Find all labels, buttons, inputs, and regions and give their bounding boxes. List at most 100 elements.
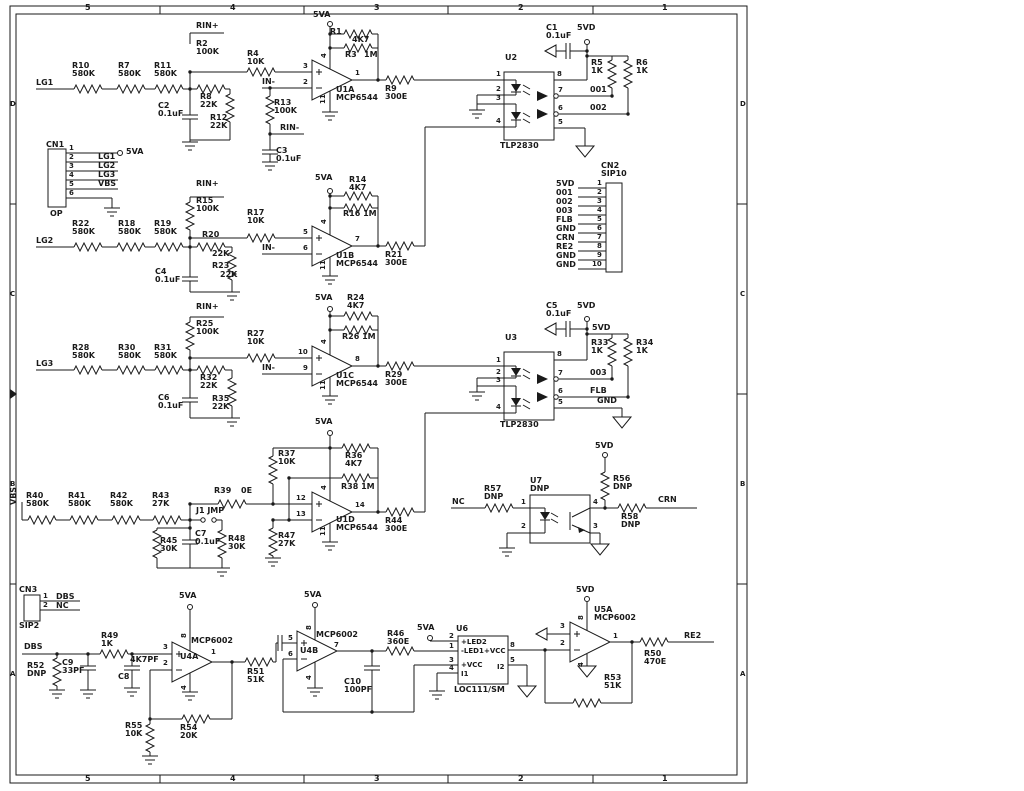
net-lg1: LG1 [36, 78, 54, 87]
pwr-5va-4: 5VA [315, 417, 333, 426]
cn3-net-nc: NC [56, 601, 69, 610]
pwr-5va-u4b: 5VA [304, 590, 322, 599]
u2-pin8: 8 [557, 70, 562, 78]
r35: R35 22K [212, 394, 230, 411]
u5a: U5A MCP6002 [594, 605, 636, 622]
r12: R12 22K [210, 113, 228, 130]
r21: R21 300E [385, 250, 408, 267]
sheet-border [9, 5, 748, 784]
r3-val: 1M [364, 50, 378, 59]
pwr-5vd-4: 5VD [595, 441, 614, 450]
u2-pin4: 4 [496, 117, 501, 125]
zone-top-5: 5 [85, 3, 91, 12]
r58: R58 DNP [621, 512, 641, 529]
zone-bottom-1: 1 [662, 774, 668, 783]
u1b-pin7: 7 [355, 235, 360, 243]
u1a-pin4: 4 [320, 53, 328, 58]
r23-val: 22K [220, 270, 238, 279]
u4b-pin6: 6 [288, 650, 293, 658]
cn1-op: OP [50, 209, 63, 218]
net-001: 001 [590, 85, 607, 94]
c7: C7 0.1uF [195, 529, 221, 546]
pwr-5va-u4a: 5VA [179, 591, 197, 600]
zone-right-d: D [740, 100, 746, 108]
zone-top-1: 1 [662, 3, 668, 12]
u1d-pin14: 14 [355, 501, 365, 509]
zone-right-c: C [740, 290, 746, 298]
u1b-pin4: 4 [320, 219, 328, 224]
u7-pin1: 1 [521, 498, 526, 506]
u6-lbl-vcc-l: +VCC [461, 661, 483, 669]
c6: C6 0.1uF [158, 393, 184, 410]
u1d-pin12: 12 [296, 494, 306, 502]
r23: R23 [212, 261, 230, 270]
u4b-part: MCP6002 [316, 630, 358, 639]
u6-pin8: 8 [510, 641, 515, 649]
u6-pin5: 5 [510, 656, 515, 664]
zone-top-2: 2 [518, 3, 524, 12]
zone-right-b: B [740, 480, 746, 488]
cn2-net-8: RE2 [556, 242, 574, 251]
u4a-pin3: 3 [163, 643, 168, 651]
cn2-net-2: 001 [556, 188, 573, 197]
cn2-pin-8: 8 [597, 242, 602, 250]
cn1-pin-1: 1 [69, 144, 74, 152]
r54: R54 20K [180, 723, 198, 740]
optocoupler-u7 [451, 452, 697, 557]
r46: R46 360E [387, 629, 410, 646]
u1d-pin11: 11 [319, 526, 327, 536]
cn1-pin-3: 3 [69, 162, 74, 170]
cn1-net-lg2: LG2 [98, 161, 116, 170]
u1a-pin2: 2 [303, 78, 308, 86]
cn1-pin-2: 2 [69, 153, 74, 161]
u1a-pin1: 1 [355, 69, 360, 77]
cn3: CN3 [19, 585, 38, 594]
cn1-pin-4: 4 [69, 171, 74, 179]
u6-lbl-i1: I1 [461, 670, 469, 678]
net-rin-plus-2: RIN+ [196, 179, 219, 188]
zone-top-4: 4 [230, 3, 236, 12]
r56: R56 DNP [613, 474, 633, 491]
u2-pin2: 2 [496, 85, 501, 93]
zone-bottom-2: 2 [518, 774, 524, 783]
u4b-pin7: 7 [334, 641, 339, 649]
r32: R32 22K [200, 373, 218, 390]
net-nc: NC [452, 497, 465, 506]
c3: C3 0.1uF [276, 146, 302, 163]
u6-lbl-led1: -LED1 [461, 647, 484, 655]
r8: R8 22K [200, 92, 218, 109]
u6-pin4: 4 [449, 664, 454, 672]
r38: R38 1M [341, 482, 375, 491]
u6-part: LOC111/SM [454, 685, 505, 694]
stage2-wires [36, 188, 415, 301]
r10: R10 580K [72, 61, 95, 78]
r18: R18 580K [118, 219, 141, 236]
u5a-pin2: 2 [560, 639, 565, 647]
r31: R31 580K [154, 343, 177, 360]
cn2-net-6: GND [556, 224, 576, 233]
r26: R26 1M [342, 332, 376, 341]
u1c-pin8: 8 [355, 355, 360, 363]
net-lg2: LG2 [36, 236, 54, 245]
r19: R19 580K [154, 219, 177, 236]
net-5vd-3: 5VD [592, 323, 611, 332]
zone-bottom-4: 4 [230, 774, 236, 783]
u1c-pin9: 9 [303, 364, 308, 372]
cn1-net-lg3: LG3 [98, 170, 116, 179]
r20: R20 [202, 230, 220, 239]
c10: C10 100PF [344, 677, 373, 694]
u1c-pin4: 4 [320, 339, 328, 344]
optocoupler-u2 [414, 39, 633, 247]
u2-pin5: 5 [558, 118, 563, 126]
u7-pin4: 4 [593, 498, 598, 506]
u1b-pin6: 6 [303, 244, 308, 252]
c9: C9 33PF [62, 658, 85, 675]
r50: R50 470E [644, 649, 667, 666]
pwr-5vd-u5a: 5VD [576, 585, 595, 594]
u6-pin2: 2 [449, 632, 454, 640]
u4b: U4B [300, 646, 319, 655]
optocoupler-u3 [414, 316, 633, 513]
u3-part: TLP2830 [500, 420, 539, 429]
